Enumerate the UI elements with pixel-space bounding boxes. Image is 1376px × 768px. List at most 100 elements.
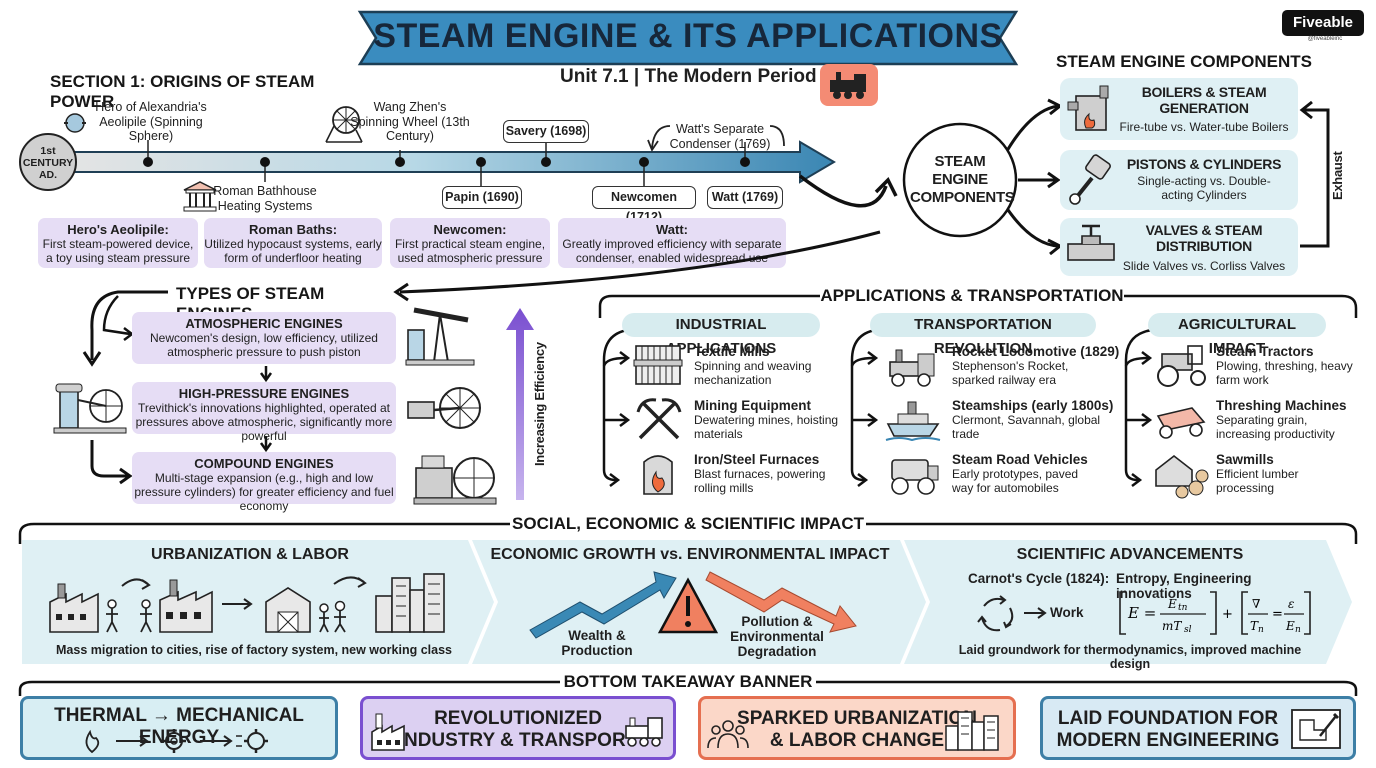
science-work-label: Work [1050, 605, 1084, 620]
thresher-icon [1156, 407, 1206, 439]
skyline-icon [945, 711, 999, 751]
blueprint-icon [1291, 709, 1341, 749]
component-boilers-desc: Fire-tube vs. Water-tube Boilers [1119, 120, 1289, 134]
applications-frame [598, 294, 1358, 487]
piston-icon [1069, 154, 1111, 205]
industrial-mining-desc: Dewatering mines, hoisting materials [694, 413, 839, 441]
economy-wealth-label: Wealth & Production [561, 628, 633, 658]
types-connectors [82, 230, 881, 500]
timeline-event-roman-bathhouse: Roman Bathhouse Heating Systems [213, 184, 317, 213]
card-newcomen-text: First practical steam engine, used atmos… [394, 237, 546, 265]
timeline-event-watt-condenser: Watt's Separate Condenser (1769) [669, 122, 771, 151]
card-watt-title: Watt: [655, 222, 688, 237]
svg-text:=: = [1272, 607, 1283, 622]
urbanization-caption: Mass migration to cities, rise of factor… [56, 643, 452, 657]
takeaway-heading: BOTTOM TAKEAWAY BANNER [563, 672, 813, 691]
svg-text:E: E [1167, 597, 1177, 611]
thermo-equation: E = E tn mT sl + ∇ T n = ε E n [1119, 591, 1311, 635]
fiveable-logo: Fiveable [1282, 10, 1364, 36]
components-connectors [798, 98, 1330, 256]
card-newcomen: Newcomen: First practical steam engine, … [390, 218, 550, 268]
col-agricultural-title: AGRICULTURAL IMPACT [1148, 313, 1326, 357]
train-icon [830, 72, 866, 99]
card-hero-text: First steam-powered device, a toy using … [42, 237, 194, 265]
economy-chart [529, 571, 857, 639]
agri-tractor-desc: Plowing, threshing, heavy farm work [1216, 359, 1353, 387]
steam-car-icon [891, 459, 939, 495]
economy-title: ECONOMIC GROWTH vs. ENVIRONMENTAL IMPACT [490, 546, 890, 563]
type-compound-desc: Multi-stage expansion (e.g., high and lo… [134, 471, 394, 513]
svg-text:ε: ε [1288, 597, 1294, 611]
urbanization-illustration [49, 573, 445, 633]
agri-sawmill-desc: Efficient lumber processing [1216, 467, 1299, 495]
transport-rocket-name: Rocket Locomotive (1829) [952, 344, 1120, 359]
type-atmospheric-title: ATMOSPHERIC ENGINES [185, 316, 343, 331]
svg-text:E: E [1285, 619, 1295, 633]
tractor-icon [1157, 345, 1206, 387]
loom-icon [633, 345, 683, 385]
applications-heading: APPLICATIONS & TRANSPORTATION [820, 286, 1124, 305]
transport-road-name: Steam Road Vehicles [952, 452, 1088, 467]
takeaway-urbanization-line1: SPARKED URBANIZATION [737, 708, 977, 729]
takeaway-thermal-text: THERMAL → MECHANICAL ENERGY [54, 705, 304, 748]
timeline-arrow [19, 125, 836, 191]
agri-thresher-desc: Separating grain, increasing productivit… [1216, 413, 1335, 441]
industrial-furnace-desc: Blast furnaces, powering rolling mills [694, 467, 826, 495]
compound-engine-icon [413, 455, 497, 505]
card-roman-baths: Roman Baths: Utilized hypocaust systems,… [204, 218, 382, 268]
takeaway-engineering-line2: MODERN ENGINEERING [1056, 730, 1280, 751]
svg-text:∇: ∇ [1252, 597, 1260, 611]
component-valves-desc: Slide Valves vs. Corliss Valves [1122, 259, 1286, 273]
train-small-icon [625, 717, 663, 747]
timeline-event-wang-zhen: Wang Zhen's Spinning Wheel (13th Century… [350, 100, 470, 143]
card-watt-text: Greatly improved efficiency with separat… [562, 237, 782, 265]
transport-road-desc: Early prototypes, paved way for automobi… [952, 467, 1079, 495]
impact-heading: SOCIAL, ECONOMIC & SCIENTIFIC IMPACT [512, 514, 864, 533]
takeaway-industry-line1: REVOLUTIONIZED [434, 708, 602, 729]
transport-steamship-desc: Clermont, Savannah, global trade [952, 413, 1101, 441]
industrial-furnace-name: Iron/Steel Furnaces [694, 452, 820, 467]
component-valves-title: VALVES & STEAM DISTRIBUTION [1145, 222, 1263, 254]
agri-tractor-name: Steam Tractors [1216, 344, 1314, 359]
timeline-chip-newcomen: Newcomen (1712) [592, 186, 696, 224]
svg-text:+: + [1222, 607, 1233, 622]
flywheel-engine-icon [407, 387, 481, 429]
agri-thresher-name: Threshing Machines [1216, 398, 1347, 413]
component-pistons-title: PISTONS & CYLINDERS [1126, 156, 1282, 172]
type-atmospheric: ATMOSPHERIC ENGINES Newcomen's design, l… [132, 312, 396, 364]
card-hero: Hero's Aeolipile: First steam-powered de… [38, 218, 198, 268]
takeaway-frame [18, 680, 1358, 696]
boiler-icon [1067, 85, 1109, 131]
factory-icon [371, 713, 405, 751]
type-high-pressure: HIGH-PRESSURE ENGINES Trevithick's innov… [132, 382, 396, 443]
col-industrial-title: INDUSTRIAL APPLICATIONS [622, 313, 820, 357]
type-high-pressure-title: HIGH-PRESSURE ENGINES [178, 386, 350, 401]
timeline-chip-savery: Savery (1698) [503, 120, 589, 143]
col-transport-title: TRANSPORTATION REVOLUTION [870, 313, 1096, 357]
spinning-wheel-icon [325, 106, 363, 143]
takeaway-industry: REVOLUTIONIZED INDUSTRY & TRANSPORT [360, 696, 676, 760]
svg-text:sl: sl [1184, 625, 1192, 635]
section1-heading: SECTION 1: ORIGINS OF STEAM POWER [50, 72, 315, 111]
logo-handle: @fiveableinc [1307, 36, 1343, 42]
timeline-chip-watt: Watt (1769) [707, 186, 783, 209]
takeaway-urbanization-line2: & LABOR CHANGE [769, 730, 945, 751]
type-atmospheric-desc: Newcomen's design, low efficiency, utili… [150, 331, 378, 359]
components-heading: STEAM ENGINE COMPONENTS [1056, 52, 1312, 71]
urbanization-title: URBANIZATION & LABOR [151, 546, 349, 563]
card-newcomen-title: Newcomen: [433, 222, 507, 237]
svg-text:E =: E = [1127, 604, 1156, 622]
timeline-chip-papin: Papin (1690) [442, 186, 522, 209]
svg-text:n: n [1258, 625, 1264, 635]
economy-pollution-label: Pollution & Environmental Degradation [730, 614, 824, 659]
science-carnot: Carnot's Cycle (1824): [968, 571, 1110, 586]
impact-band [18, 522, 1358, 664]
type-compound: COMPOUND ENGINES Multi-stage expansion (… [132, 452, 396, 513]
industrial-textile-desc: Spinning and weaving mechanization [694, 359, 812, 387]
type-high-pressure-desc: Trevithick's innovations highlighted, op… [135, 401, 393, 443]
transport-rocket-desc: Stephenson's Rocket, sparked railway era [952, 359, 1069, 387]
energy-flow-icons [85, 729, 268, 754]
takeaway-thermal: THERMAL → MECHANICAL ENERGY [20, 696, 338, 760]
svg-text:tn: tn [1178, 603, 1188, 613]
work-arrow-icon [1024, 607, 1047, 619]
